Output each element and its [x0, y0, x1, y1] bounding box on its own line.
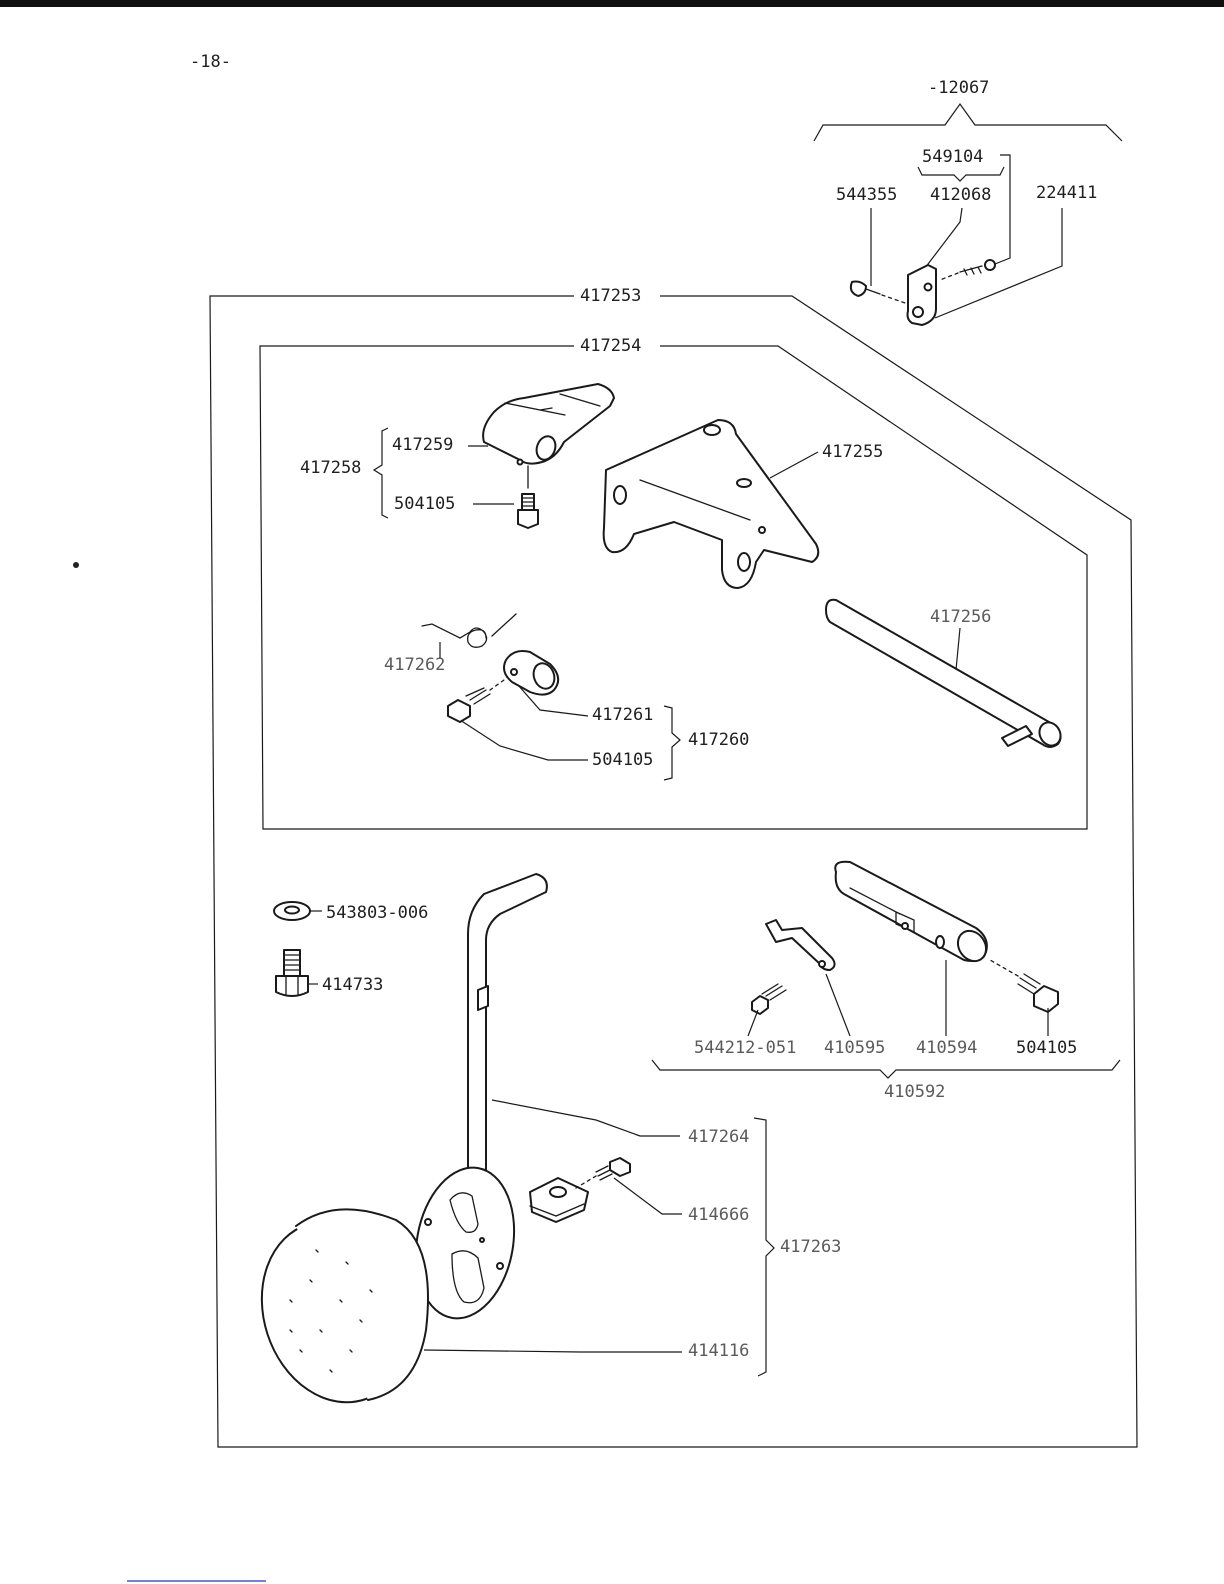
collar-417261: [504, 651, 558, 695]
label-412068: 412068: [930, 185, 991, 205]
cam-block-417259: [483, 384, 614, 488]
label-414733: 414733: [322, 975, 383, 995]
leader-417255: [770, 452, 818, 478]
label-504105-b: 504105: [592, 750, 653, 770]
label-543803-006: 543803-006: [326, 903, 428, 923]
washer-543803-006: [274, 902, 310, 920]
label-224411: 224411: [1036, 183, 1097, 203]
label-549104: 549104: [922, 147, 983, 167]
label-417255: 417255: [822, 442, 883, 462]
brace-417260: [664, 706, 680, 780]
tube-410594: [835, 862, 992, 967]
label-544355: 544355: [836, 185, 897, 205]
thumb-screw-544355: [851, 282, 908, 305]
leader-544212-051: [748, 1010, 758, 1036]
label-414666: 414666: [688, 1205, 749, 1225]
assembly-417263: 417264 414666 414116 417263: [239, 874, 841, 1422]
label-410594: 410594: [916, 1038, 977, 1058]
label-410595: 410595: [824, 1038, 885, 1058]
clip-410595: [766, 920, 835, 970]
screw-544212-051: [752, 984, 786, 1014]
label-414116: 414116: [688, 1341, 749, 1361]
label-417259: 417259: [392, 435, 453, 455]
assembly-12067: -12067 549104 544355 412068 224411: [814, 78, 1122, 325]
scan-top-edge: [0, 0, 1224, 7]
leader-410595: [826, 974, 850, 1036]
brace-417263: [754, 1118, 774, 1376]
scan-dot: [73, 562, 79, 568]
assembly-410592: 544212-051 410595 410594 504105 410592: [652, 862, 1120, 1102]
label-417253: 417253: [580, 286, 641, 306]
rod-417264: [468, 874, 547, 1181]
bolt-504105-c: [990, 960, 1058, 1012]
bolt-group-414733: 414733: [276, 950, 383, 996]
brace-12067: [814, 104, 1122, 141]
page-number: -18-: [190, 52, 231, 72]
brace-410592: [652, 1060, 1120, 1078]
spring-417262: [422, 614, 516, 647]
bolt-414733: [276, 950, 308, 996]
bracket-417255: [604, 420, 819, 588]
label-544212-051: 544212-051: [694, 1038, 796, 1058]
plate-412068: [908, 265, 937, 325]
leader-549104: [995, 155, 1010, 264]
leader-417256: [956, 628, 960, 670]
bolt-504105-b: [448, 680, 504, 722]
leader-504105-b: [460, 720, 588, 760]
leader-414116: [424, 1350, 682, 1352]
leader-414666: [614, 1178, 682, 1214]
brace-417258: [374, 428, 388, 518]
label-410592: 410592: [884, 1082, 945, 1102]
label-417254: 417254: [580, 336, 641, 356]
label-504105-c: 504105: [1016, 1038, 1077, 1058]
label-504105-a: 504105: [394, 494, 455, 514]
label-417264: 417264: [688, 1127, 749, 1147]
leader-417264: [492, 1100, 680, 1136]
label-12067: -12067: [928, 78, 989, 98]
label-417262: 417262: [384, 655, 445, 675]
pad-414116: [239, 1202, 433, 1421]
leader-412068: [925, 208, 962, 268]
washer-group: 543803-006: [274, 902, 428, 923]
bracket-clip: [530, 1178, 588, 1222]
label-417258: 417258: [300, 458, 361, 478]
label-417260: 417260: [688, 730, 749, 750]
box-417254: 417254 417258 417259 504105 417255: [260, 336, 1087, 829]
label-417261: 417261: [592, 705, 653, 725]
label-417263: 417263: [780, 1237, 841, 1257]
brace-549104: [918, 167, 1004, 181]
label-417256: 417256: [930, 607, 991, 627]
bolt-504105-a: [518, 494, 538, 528]
box-417254-outline: [260, 346, 1087, 829]
screw-549104: [940, 260, 995, 280]
